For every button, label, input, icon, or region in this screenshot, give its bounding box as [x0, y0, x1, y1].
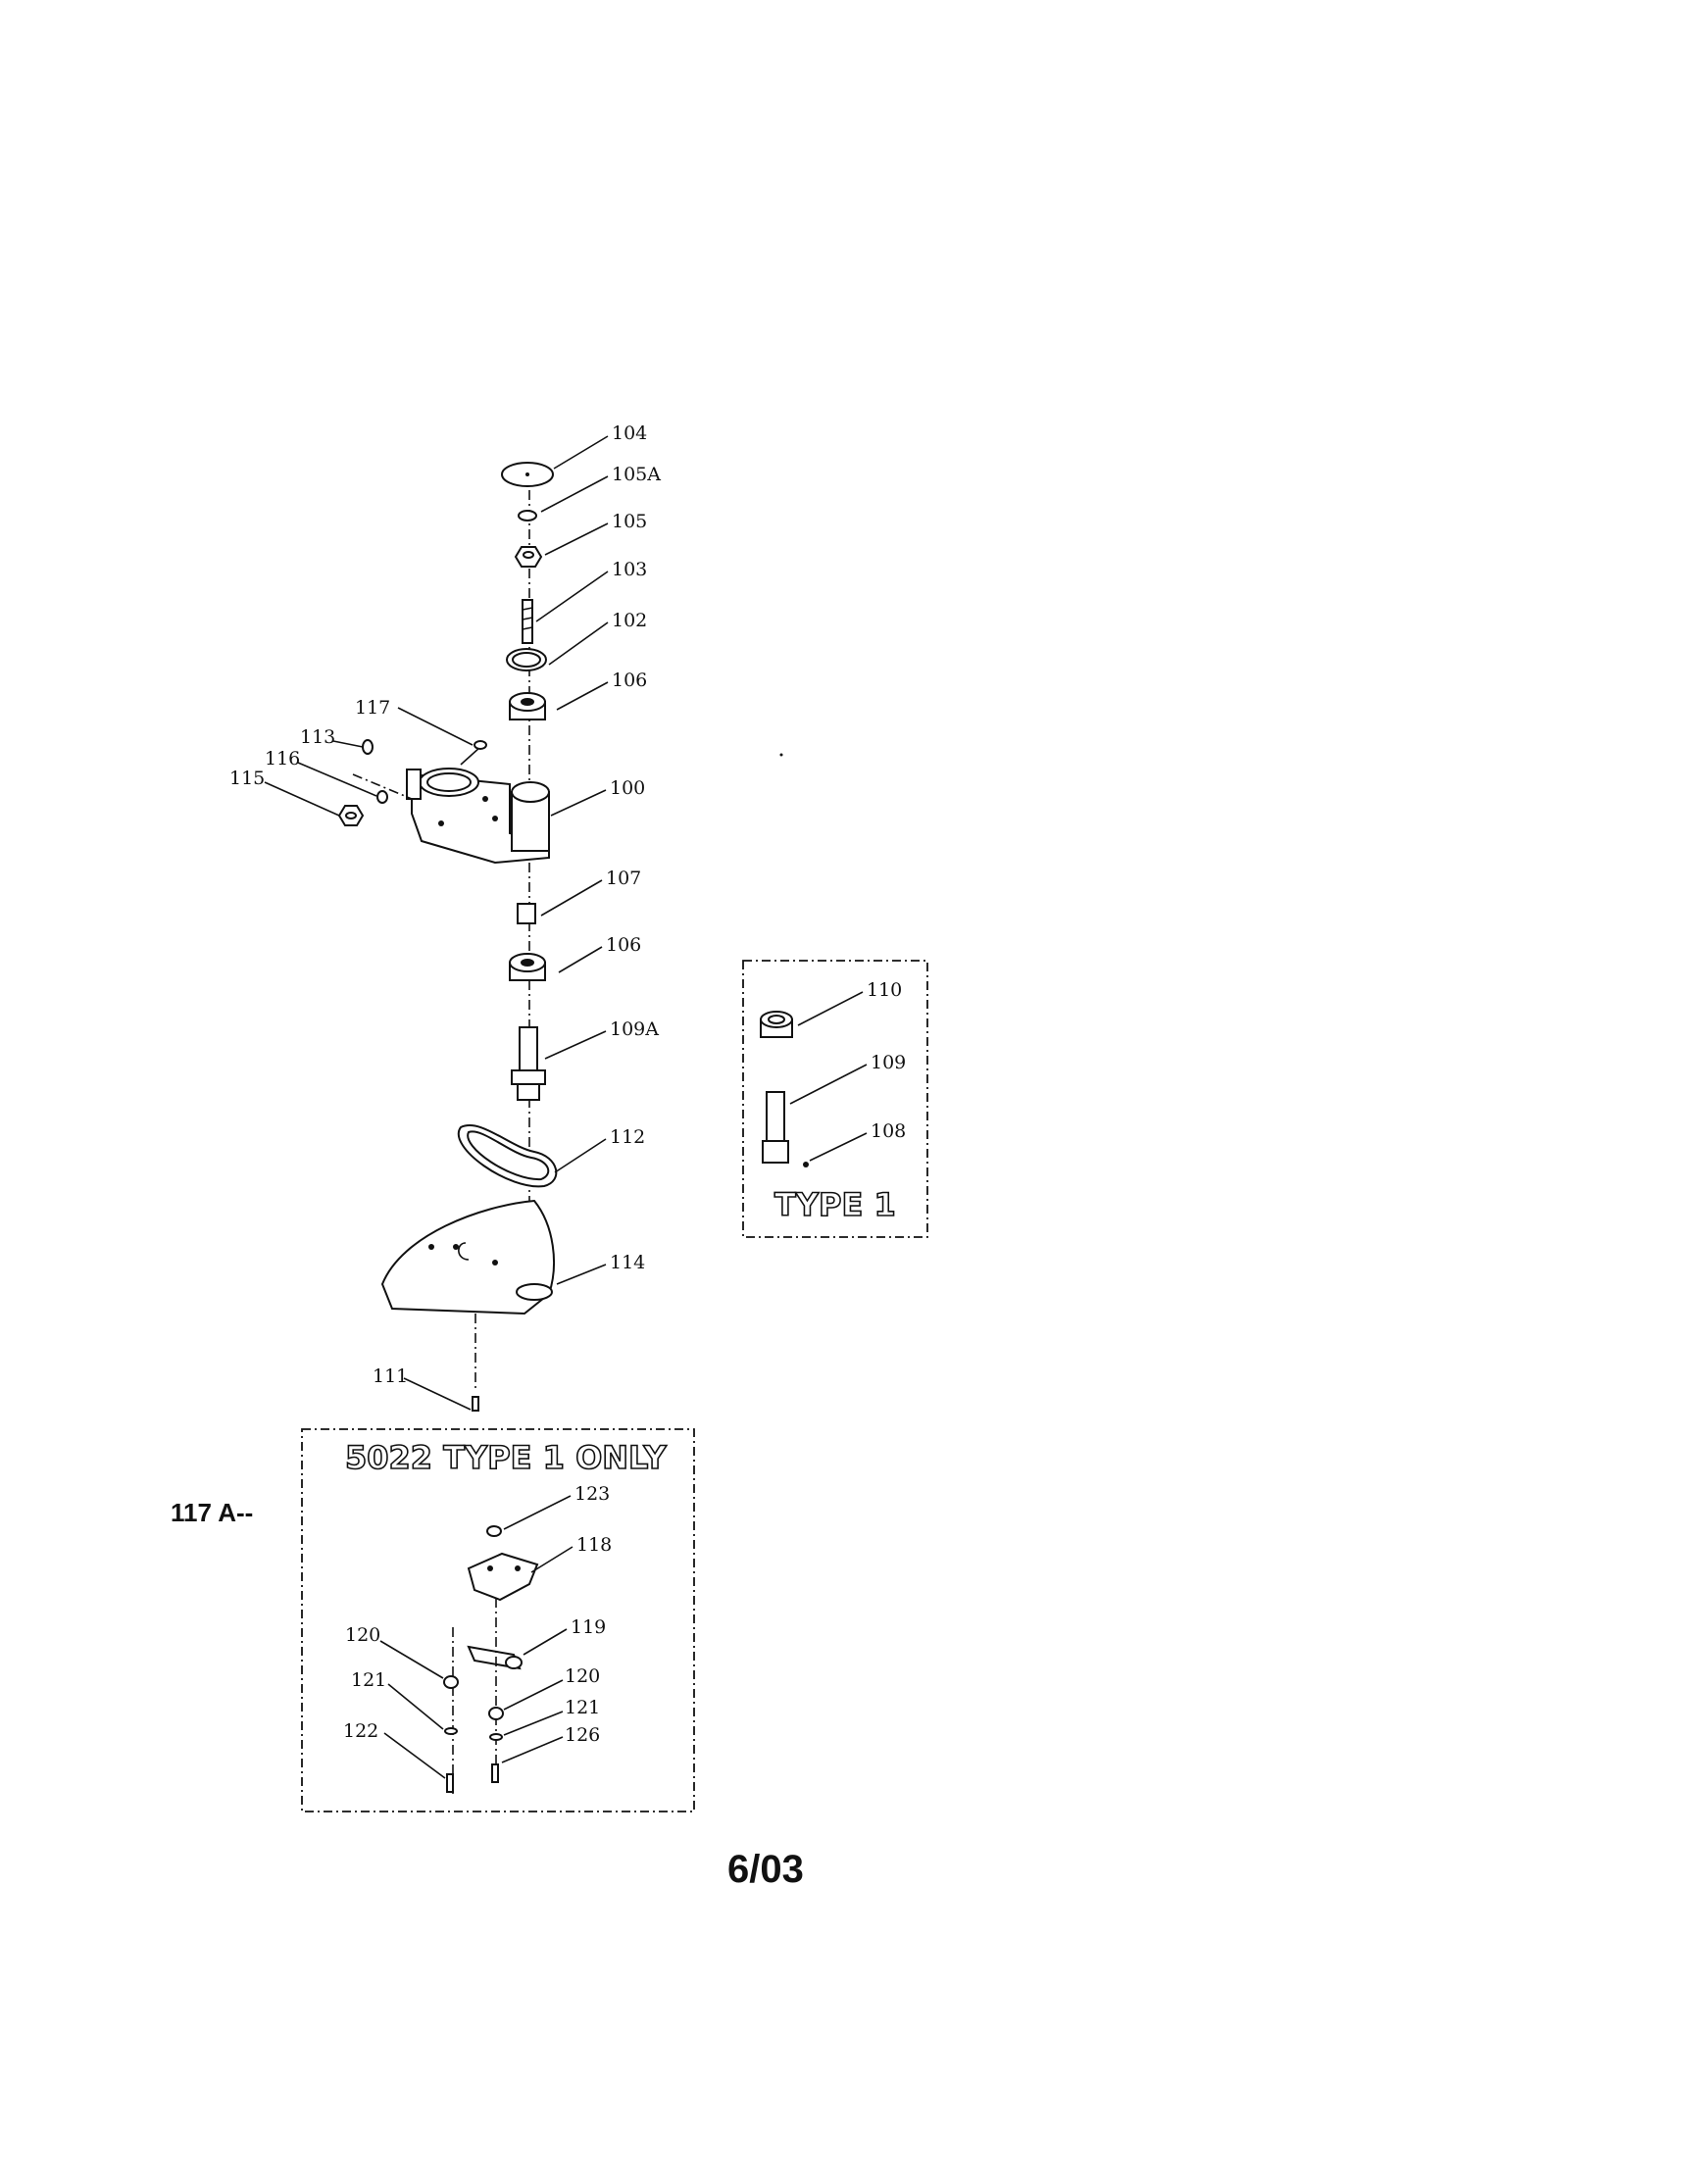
part-117-screw — [460, 740, 487, 766]
callout-119: 119 — [571, 1616, 606, 1638]
callout-109: 109 — [871, 1052, 906, 1073]
callout-107: 107 — [606, 868, 641, 889]
part-116-ball — [376, 790, 388, 804]
callout-111: 111 — [373, 1365, 408, 1387]
inset-type-1: 110 109 108 TYPE 1 — [742, 960, 928, 1238]
callout-123: 123 — [574, 1483, 610, 1505]
part-115-nut — [337, 805, 365, 826]
part-106-bearing-bottom — [509, 953, 546, 981]
part-120-left — [443, 1675, 459, 1689]
stray-dot — [779, 753, 783, 757]
part-107-spacer — [517, 903, 536, 924]
part-109-stud — [762, 1091, 789, 1164]
callout-100: 100 — [610, 777, 645, 799]
part-109a-shaft — [511, 1026, 546, 1101]
footer-date: 6/03 — [727, 1848, 804, 1891]
callout-120-right: 120 — [565, 1665, 600, 1687]
callout-121-right: 121 — [565, 1697, 600, 1718]
callout-103: 103 — [612, 559, 647, 580]
callout-115: 115 — [229, 768, 265, 789]
part-108-ball — [803, 1162, 809, 1167]
callout-122: 122 — [343, 1720, 378, 1742]
part-113-setscrew — [362, 739, 374, 755]
part-100-arm — [406, 768, 550, 865]
part-105-nut — [514, 546, 543, 568]
part-122-screw — [446, 1773, 454, 1793]
callout-114: 114 — [610, 1252, 645, 1273]
part-121-left — [444, 1727, 458, 1735]
part-111-screw — [472, 1396, 479, 1412]
callout-102: 102 — [612, 610, 647, 631]
callout-113: 113 — [300, 726, 335, 748]
part-114-plate — [380, 1199, 555, 1315]
callout-120-left: 120 — [345, 1624, 380, 1646]
part-118-block — [467, 1552, 539, 1602]
callout-108: 108 — [871, 1120, 906, 1142]
callout-117: 117 — [355, 697, 390, 719]
callout-105: 105 — [612, 511, 647, 532]
part-102-ring — [506, 648, 547, 671]
side-axis — [352, 773, 413, 800]
part-105a-washer — [518, 510, 537, 521]
part-121-right — [489, 1733, 503, 1741]
callout-109a: 109A — [610, 1018, 659, 1040]
part-112-belt — [457, 1124, 558, 1188]
part-119-bracket — [467, 1645, 523, 1670]
part-120-right — [488, 1707, 504, 1720]
part-126-screw — [491, 1763, 499, 1783]
callout-105a: 105A — [612, 464, 661, 485]
callout-121-left: 121 — [351, 1669, 386, 1691]
callout-126: 126 — [565, 1724, 600, 1746]
part-106-bearing-top — [509, 692, 546, 720]
callouts-main: 104 105A 105 103 102 106 117 113 116 115… — [229, 422, 661, 1411]
inset-5022-type-1-only: 5022 TYPE 1 ONLY 123 118 119 120 121 122 — [301, 1428, 695, 1812]
side-label-117a: 117 A-- — [171, 1498, 253, 1527]
callout-110: 110 — [867, 979, 902, 1001]
part-110-nut — [760, 1011, 793, 1038]
inset-5022-title: 5022 TYPE 1 ONLY — [345, 1439, 667, 1476]
callout-106-top: 106 — [612, 670, 647, 691]
part-104-cap — [501, 462, 554, 487]
callout-106-bottom: 106 — [606, 934, 641, 956]
callout-112: 112 — [610, 1126, 645, 1148]
callout-118: 118 — [576, 1534, 612, 1556]
part-123-nut — [486, 1525, 502, 1537]
callout-116: 116 — [265, 748, 300, 769]
callout-104: 104 — [612, 422, 647, 444]
part-103-stud — [522, 599, 533, 644]
inset-type-1-title: TYPE 1 — [774, 1186, 896, 1223]
